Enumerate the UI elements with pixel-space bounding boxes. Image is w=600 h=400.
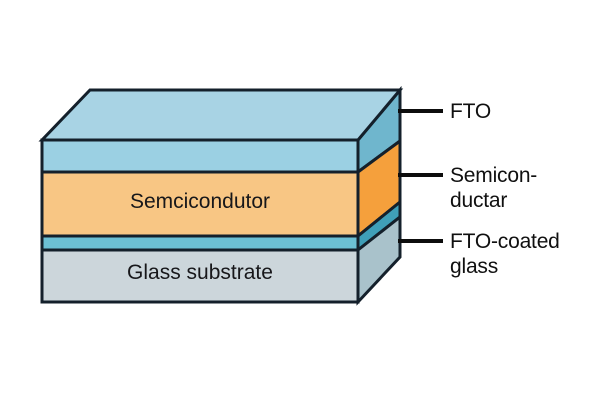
callout-label-semiconductor: Semicon- ductar [450,164,538,212]
callout-leader-lines [398,109,443,243]
callout-label-fto: FTO [450,100,492,123]
front-face-semiconductor [40,170,360,238]
semiconductor-layer-label: Semcicondutor [129,190,271,213]
callout-label-fto-coated-glass: FTO-coated glass [450,230,560,278]
front-faces [40,138,360,304]
glass-substrate-layer-label: Glass substrate [127,261,273,284]
top-face-fto [38,88,404,142]
front-face-fto-bottom [40,234,360,252]
front-face-glass-substrate [40,248,360,304]
right-side-faces [356,85,402,306]
front-face-fto-top [40,138,360,174]
